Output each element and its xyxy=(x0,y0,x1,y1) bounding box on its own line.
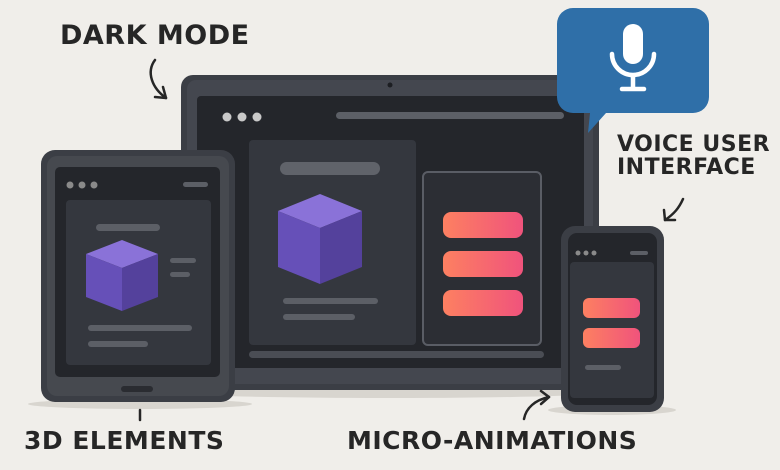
animated-button xyxy=(443,251,523,277)
laptop-address-bar xyxy=(336,112,564,119)
window-dots-icon xyxy=(222,112,262,122)
cube-icon xyxy=(278,194,362,284)
3d-elements-label: 3D ELEMENTS xyxy=(24,426,225,455)
laptop xyxy=(181,75,599,390)
tablet xyxy=(41,150,235,402)
cube-icon xyxy=(86,240,158,311)
window-dots-icon xyxy=(66,181,98,189)
animated-button xyxy=(443,212,523,238)
tablet-home-button xyxy=(121,386,153,392)
animated-button xyxy=(583,328,640,348)
microphone-icon xyxy=(609,24,657,92)
laptop-text-line xyxy=(283,298,378,304)
phone xyxy=(561,226,664,412)
dark-mode-label: DARK MODE xyxy=(60,20,250,51)
voice-ui-label: VOICE USER INTERFACE xyxy=(617,133,770,179)
laptop-title-bar xyxy=(280,162,380,175)
laptop-text-line xyxy=(283,314,355,320)
laptop-scrollbar xyxy=(249,351,544,358)
micro-animations-label: MICRO-ANIMATIONS xyxy=(347,426,638,455)
voice-ui-label-line1: VOICE USER xyxy=(617,132,771,157)
curved-arrow-icon xyxy=(138,58,685,422)
laptop-camera xyxy=(387,82,393,88)
animated-button xyxy=(443,290,523,316)
speech-bubble xyxy=(557,8,709,133)
animated-button xyxy=(583,298,640,318)
voice-ui-label-line2: INTERFACE xyxy=(617,155,756,181)
window-dots-icon xyxy=(575,250,597,256)
